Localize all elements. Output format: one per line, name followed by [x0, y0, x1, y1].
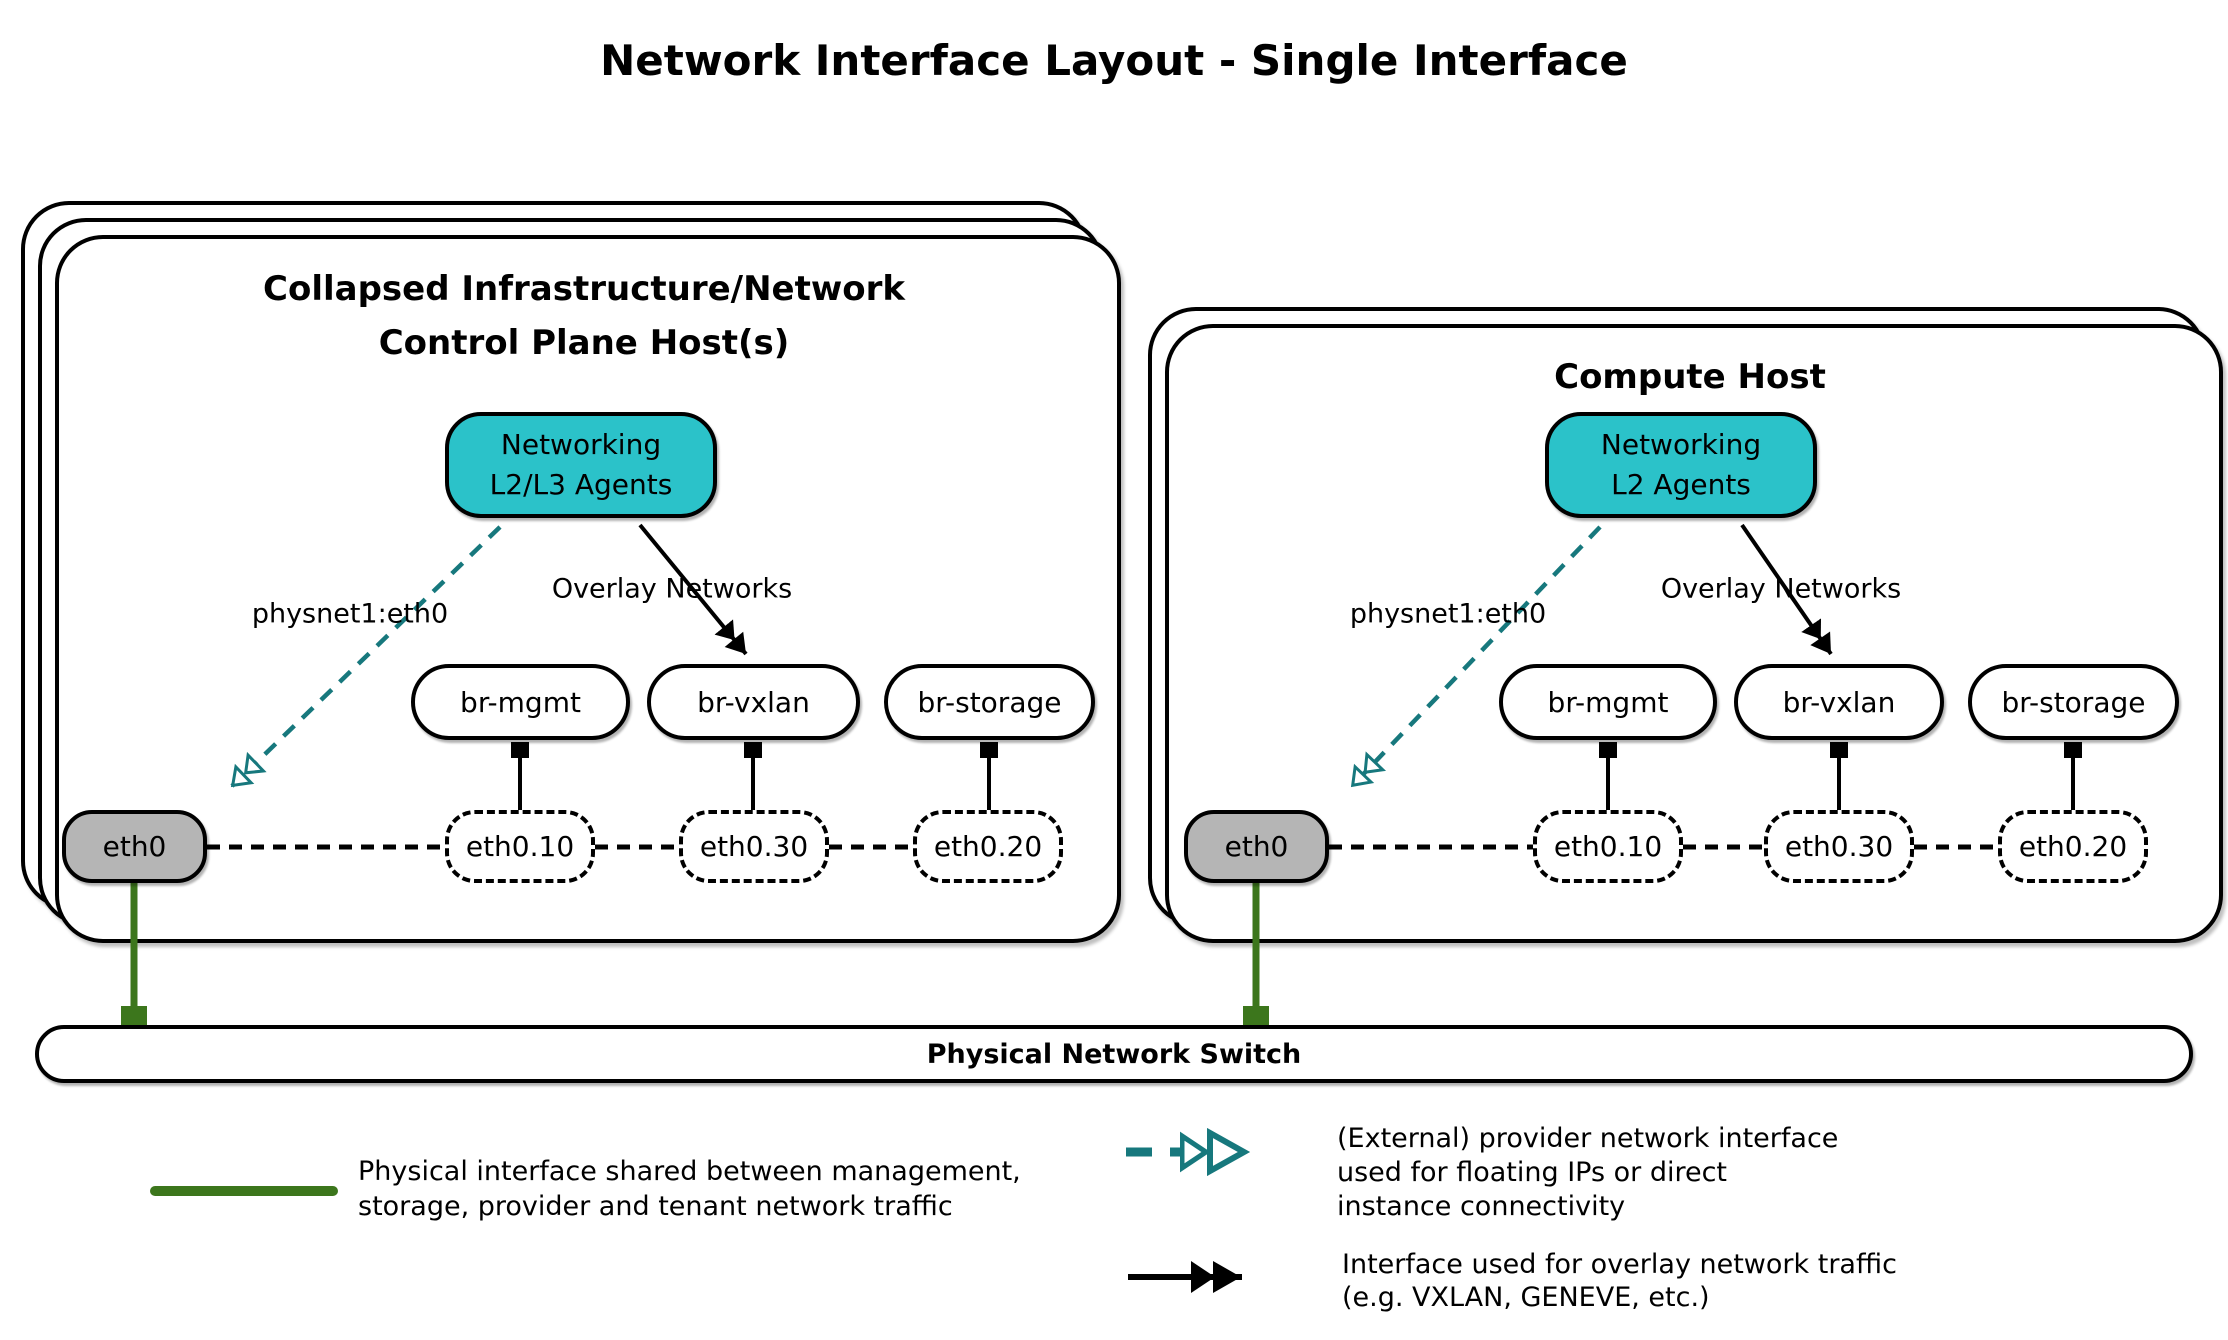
- bridge-br-storage: br-storage: [884, 664, 1095, 740]
- legend-line: Physical interface shared between manage…: [358, 1156, 1021, 1187]
- legend-line: used for floating IPs or direct: [1337, 1157, 1728, 1188]
- networking-agents-pill: Networking L2/L3 Agents: [445, 412, 717, 518]
- overlay-networks-label: Overlay Networks: [551, 573, 793, 605]
- bridge-br-storage: br-storage: [1968, 664, 2179, 740]
- bridge-br-vxlan: br-vxlan: [647, 664, 860, 740]
- bridge-br-mgmt: br-mgmt: [1499, 664, 1717, 740]
- overlay-networks-label: Overlay Networks: [1660, 573, 1902, 605]
- host-title-line: Control Plane Host(s): [378, 323, 790, 363]
- vlan-eth0-30: eth0.30: [679, 810, 829, 883]
- vlan-eth0-20: eth0.20: [913, 810, 1063, 883]
- physnet-label: physnet1:eth0: [1349, 598, 1547, 630]
- agents-label-line: L2 Agents: [1611, 468, 1751, 501]
- physnet-label: physnet1:eth0: [251, 598, 449, 630]
- agents-label-line: L2/L3 Agents: [489, 468, 673, 501]
- legend-item-overlay: Interface used for overlay network traff…: [1342, 1248, 1897, 1314]
- agents-label-line: Networking: [1600, 428, 1762, 461]
- legend-line: (External) provider network interface: [1337, 1123, 1839, 1154]
- agents-label-line: Networking: [500, 428, 662, 461]
- switch-label: Physical Network Switch: [926, 1038, 1302, 1070]
- legend-item-provider: (External) provider network interface us…: [1337, 1122, 1838, 1224]
- page-title: Network Interface Layout - Single Interf…: [600, 36, 1628, 85]
- legend-line: instance connectivity: [1337, 1191, 1626, 1222]
- vlan-eth0-10: eth0.10: [1533, 810, 1683, 883]
- host-title-compute: Compute Host: [1165, 350, 2215, 404]
- bridge-br-vxlan: br-vxlan: [1734, 664, 1944, 740]
- host-title-line: Compute Host: [1554, 357, 1826, 397]
- physical-switch-bar: Physical Network Switch: [35, 1025, 2193, 1083]
- legend-line: (e.g. VXLAN, GENEVE, etc.): [1342, 1282, 1710, 1313]
- networking-agents-pill: Networking L2 Agents: [1545, 412, 1817, 518]
- legend-line: Interface used for overlay network traff…: [1342, 1249, 1897, 1280]
- interface-eth0: eth0: [62, 810, 207, 883]
- host-title-line: Collapsed Infrastructure/Network: [263, 269, 905, 309]
- bridge-br-mgmt: br-mgmt: [411, 664, 630, 740]
- legend-line: storage, provider and tenant network tra…: [358, 1191, 953, 1222]
- vlan-eth0-20: eth0.20: [1998, 810, 2148, 883]
- host-title-control-plane: Collapsed Infrastructure/Network Control…: [55, 262, 1113, 370]
- vlan-eth0-30: eth0.30: [1764, 810, 1914, 883]
- vlan-eth0-10: eth0.10: [445, 810, 595, 883]
- legend-physical-line-swatch: [150, 1186, 338, 1196]
- interface-eth0: eth0: [1184, 810, 1329, 883]
- legend-item-physical: Physical interface shared between manage…: [358, 1154, 1021, 1224]
